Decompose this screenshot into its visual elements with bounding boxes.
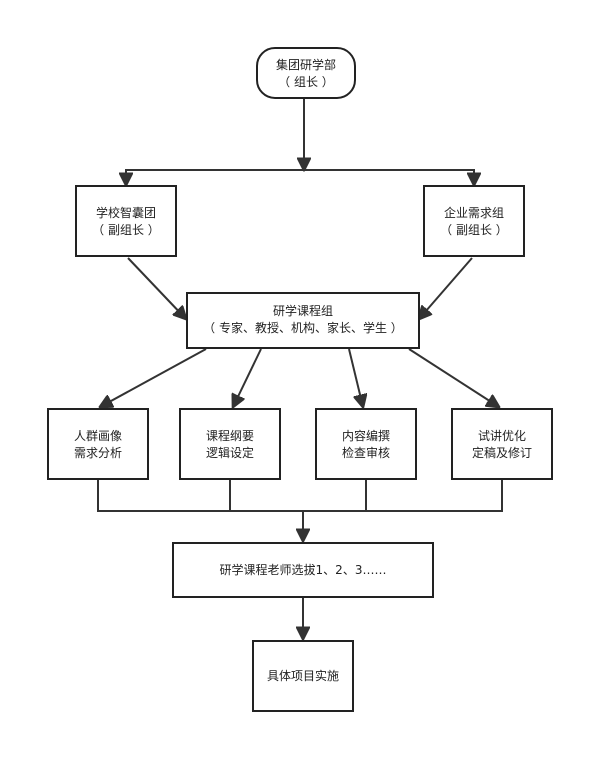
edge-school-to-course xyxy=(127,257,186,319)
node-top-line-2: （ 组长 ） xyxy=(278,75,334,89)
node-impl-shape xyxy=(252,640,354,712)
node-top: 集团研学部 （ 组长 ） xyxy=(256,47,356,99)
node-school-line-1: 学校智囊团 xyxy=(96,205,156,220)
node-course-group-line-1: 研学课程组 xyxy=(273,303,333,318)
node-enterprise-line-2: （ 副组长 ） xyxy=(440,223,508,237)
node-impl: 具体项目实施 xyxy=(252,640,354,712)
node-outline-line-1: 课程纲要 xyxy=(206,428,254,443)
node-review-line-1: 内容编撰 xyxy=(342,428,390,443)
node-school-line-2: （ 副组长 ） xyxy=(92,223,160,237)
edge-course-to-outline xyxy=(233,348,262,407)
node-school-shape xyxy=(75,185,177,257)
node-crowd-line-2: 需求分析 xyxy=(74,446,122,460)
node-review-shape xyxy=(315,408,417,480)
node-trial-line-1: 试讲优化 xyxy=(478,428,526,443)
node-trial-shape xyxy=(451,408,553,480)
node-course-group: 研学课程组 （ 专家、教授、机构、家长、学生 ） xyxy=(186,292,420,349)
node-review: 内容编撰 检查审核 xyxy=(315,408,417,480)
node-school: 学校智囊团 （ 副组长 ） xyxy=(75,185,177,257)
node-course-group-line-2: （ 专家、教授、机构、家长、学生 ） xyxy=(203,320,403,335)
connectors xyxy=(97,98,503,639)
node-enterprise-shape xyxy=(423,185,525,257)
node-review-line-2: 检查审核 xyxy=(342,445,390,460)
edge-course-to-crowd xyxy=(100,348,207,407)
edge-course-to-trial xyxy=(408,348,499,407)
node-course-group-shape xyxy=(186,292,420,349)
node-top-line-1: 集团研学部 xyxy=(276,57,336,72)
node-enterprise: 企业需求组 （ 副组长 ） xyxy=(423,185,525,257)
node-crowd: 人群画像 需求分析 xyxy=(47,408,149,480)
node-trial: 试讲优化 定稿及修订 xyxy=(451,408,553,480)
node-teacher-shape xyxy=(172,542,434,598)
node-crowd-shape xyxy=(47,408,149,480)
node-impl-line-1: 具体项目实施 xyxy=(267,668,339,683)
node-outline: 课程纲要 逻辑设定 xyxy=(179,408,281,480)
node-teacher-line-1: 研学课程老师选拔1、2、3…… xyxy=(220,562,387,577)
node-crowd-line-1: 人群画像 xyxy=(74,429,122,443)
edge-enterprise-to-course xyxy=(419,257,473,319)
node-enterprise-line-1: 企业需求组 xyxy=(444,205,504,220)
node-top-shape xyxy=(256,47,356,99)
node-teacher: 研学课程老师选拔1、2、3…… xyxy=(172,542,434,598)
edge-merge-bar xyxy=(97,480,503,512)
edge-course-to-review xyxy=(348,348,363,407)
node-trial-line-2: 定稿及修订 xyxy=(472,445,532,460)
node-outline-line-2: 逻辑设定 xyxy=(206,445,254,460)
node-outline-shape xyxy=(179,408,281,480)
edge-split-bar xyxy=(125,169,475,182)
